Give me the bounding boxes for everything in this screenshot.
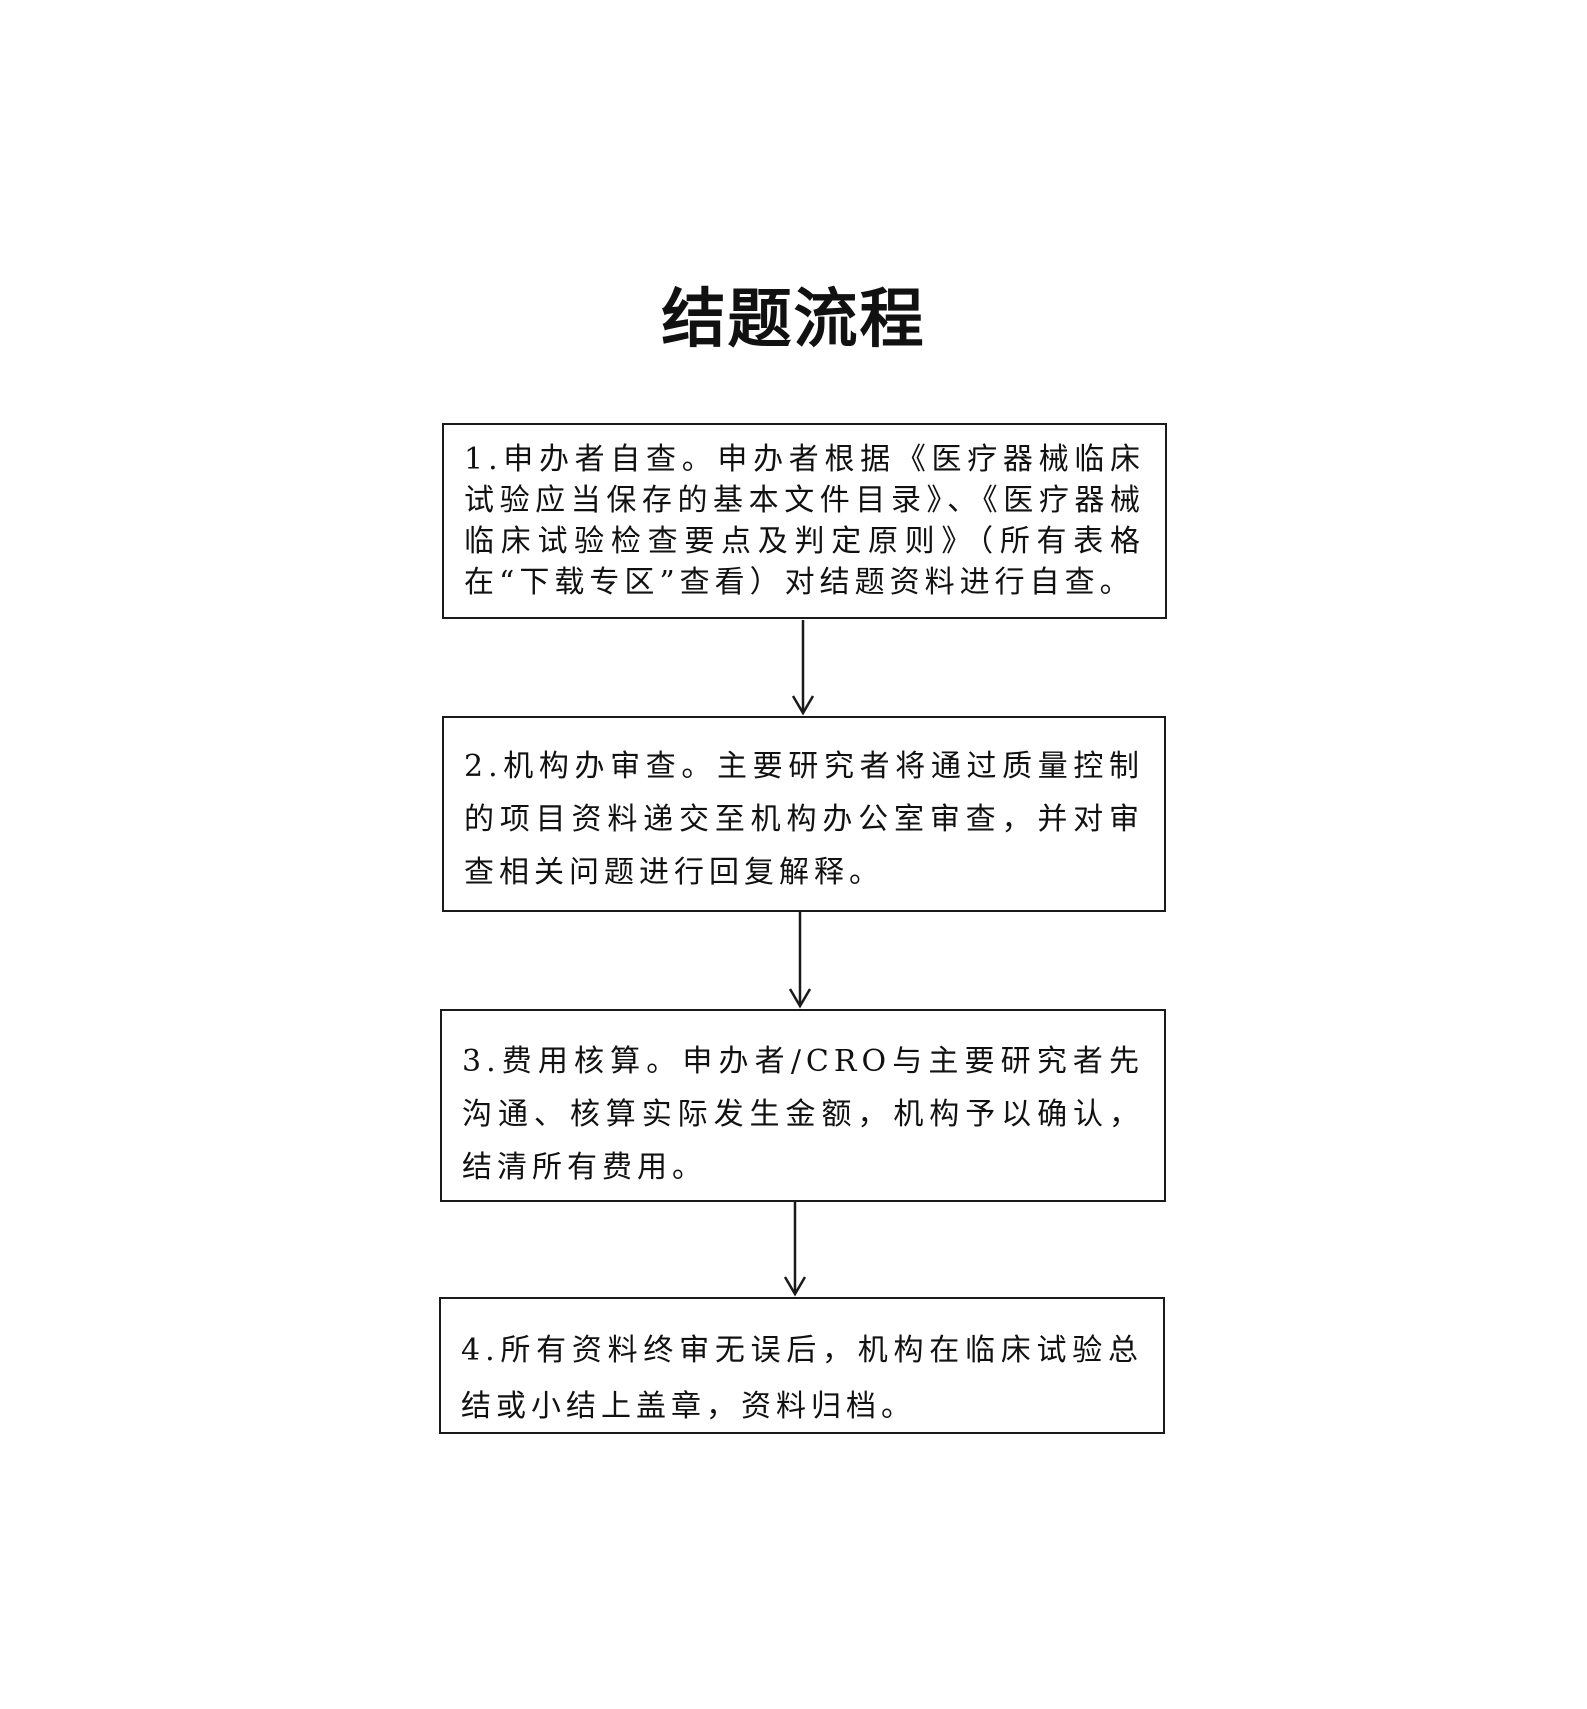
step-box-3: 3.费用核算。申办者/CRO与主要研究者先沟通、核算实际发生金额，机构予以确认，… [440, 1009, 1166, 1202]
page-title: 结题流程 [661, 282, 926, 357]
step-text-1: 1.申办者自查。申办者根据《医疗器械临床试验应当保存的基本文件目录》、《医疗器械… [464, 442, 1145, 600]
step-box-2: 2.机构办审查。主要研究者将通过质量控制的项目资料递交至机构办公室审查，并对审查… [442, 716, 1166, 912]
arrow-2-to-3 [788, 912, 812, 1009]
arrow-1-to-2 [791, 620, 815, 716]
arrow-3-to-4 [783, 1202, 807, 1297]
step-text-3: 3.费用核算。申办者/CRO与主要研究者先沟通、核算实际发生金额，机构予以确认，… [462, 1044, 1144, 1185]
step-box-4: 4.所有资料终审无误后，机构在临床试验总结或小结上盖章，资料归档。 [439, 1297, 1165, 1434]
step-text-2: 2.机构办审查。主要研究者将通过质量控制的项目资料递交至机构办公室审查，并对审查… [464, 749, 1144, 890]
step-text-4: 4.所有资料终审无误后，机构在临床试验总结或小结上盖章，资料归档。 [461, 1333, 1143, 1424]
step-box-1: 1.申办者自查。申办者根据《医疗器械临床试验应当保存的基本文件目录》、《医疗器械… [442, 423, 1167, 619]
